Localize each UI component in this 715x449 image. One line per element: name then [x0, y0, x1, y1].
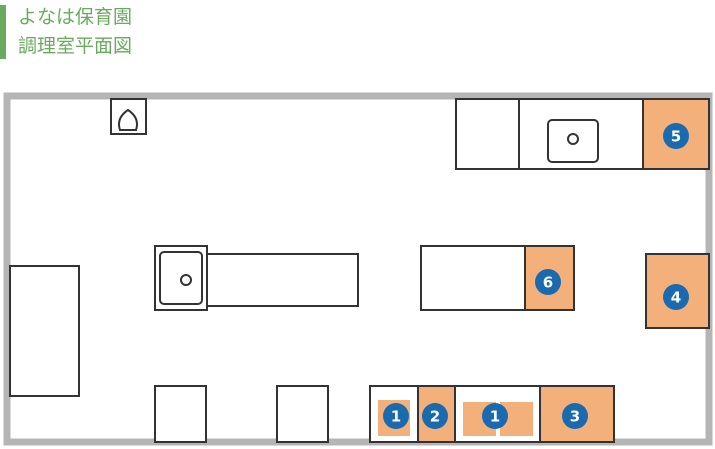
plan-title: 調理室平面図	[18, 35, 133, 57]
top-counter-left	[455, 98, 520, 170]
center-island-counter	[204, 253, 359, 307]
svg-text:6: 6	[543, 274, 553, 292]
facility-name: よなは保育園	[18, 6, 133, 28]
svg-text:1: 1	[391, 408, 401, 426]
equip-4	[645, 253, 710, 329]
svg-text:4: 4	[671, 289, 681, 307]
number-badge: 2	[422, 403, 448, 429]
toilet-icon	[110, 98, 147, 135]
title-accent-bar	[0, 5, 6, 59]
bottom-cabinet-2	[276, 385, 329, 443]
work-table	[420, 245, 526, 311]
svg-text:1: 1	[490, 408, 500, 426]
number-badge: 1	[482, 403, 508, 429]
svg-text:3: 3	[570, 408, 580, 426]
left-cabinet	[9, 265, 80, 397]
sink-icon	[154, 245, 208, 311]
number-badge: 4	[663, 284, 689, 310]
svg-text:2: 2	[430, 408, 440, 426]
number-badge: 3	[562, 403, 588, 429]
bottom-cabinet-1	[154, 385, 207, 443]
number-badge: 1	[383, 403, 409, 429]
number-badge: 6	[535, 269, 561, 295]
svg-text:5: 5	[671, 128, 681, 146]
sink-icon	[547, 119, 599, 163]
number-badge: 5	[663, 123, 689, 149]
